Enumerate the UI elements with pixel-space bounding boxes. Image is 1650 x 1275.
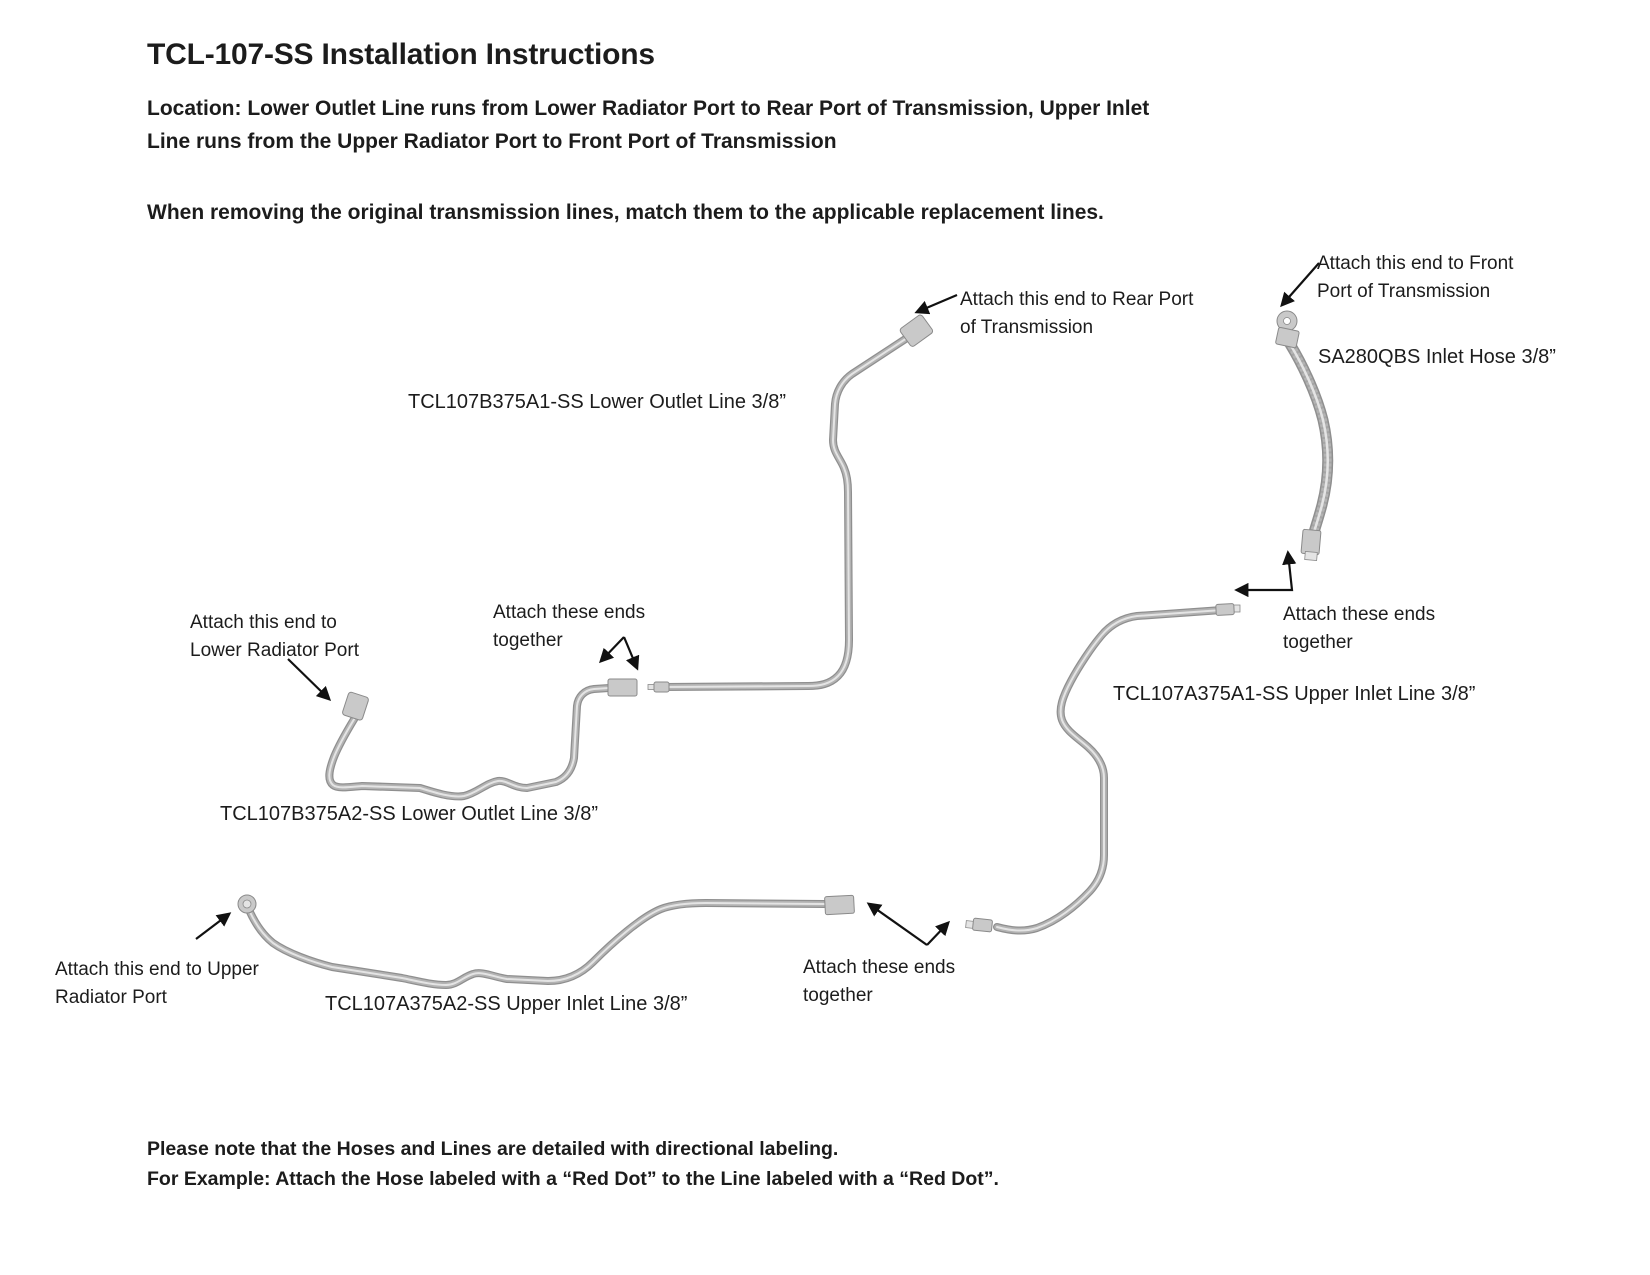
callout-ends-right-line2: together: [1283, 632, 1353, 653]
location-note: Location: Lower Outlet Line runs from Lo…: [147, 92, 1149, 158]
location-line-1: Location: Lower Outlet Line runs from Lo…: [147, 97, 1150, 120]
footer-line-1: Please note that the Hoses and Lines are…: [147, 1138, 839, 1160]
label-lower-outlet-line-a1: TCL107B375A1-SS Lower Outlet Line 3/8”: [408, 391, 786, 413]
label-upper-inlet-line-a2: TCL107A375A2-SS Upper Inlet Line 3/8”: [325, 993, 688, 1015]
callout-front-port-line2: Port of Transmission: [1317, 281, 1491, 302]
hose-top-nut: [1275, 326, 1300, 349]
male-end-a1-lower: [653, 681, 670, 693]
callout-ends-together-middle: Attach these ends together: [493, 599, 645, 655]
location-line-2: Line runs from the Upper Radiator Port t…: [147, 130, 837, 153]
callout-front-port-line1: Attach this end to Front: [1317, 253, 1514, 274]
callout-rear-port-line2: of Transmission: [960, 317, 1094, 338]
rear-port-fitting: [899, 314, 934, 347]
female-end-a2-upper: [824, 894, 855, 916]
removal-warning: When removing the original transmission …: [147, 201, 1104, 224]
arrow-rear-port: [914, 293, 958, 315]
hose-bottom-nut: [1300, 528, 1322, 556]
callout-ends-right-line1: Attach these ends: [1283, 604, 1436, 625]
callout-rear-port: Attach this end to Rear Port of Transmis…: [960, 286, 1193, 342]
arrow-ends-middle-right: [622, 636, 640, 671]
male-end-a1-upper-right: [1215, 603, 1235, 616]
male-end-a1-upper-left: [972, 917, 993, 933]
female-end-a2-lower: [607, 678, 638, 697]
callout-upper-radiator: Attach this end to Upper Radiator Port: [55, 956, 259, 1012]
callout-ends-together-bottom: Attach these ends together: [803, 954, 955, 1010]
lower-radiator-fitting: [342, 691, 369, 721]
callout-upper-radiator-line1: Attach this end to Upper: [55, 959, 259, 980]
callout-rear-port-line1: Attach this end to Rear Port: [960, 289, 1194, 310]
callout-lower-radiator-line2: Lower Radiator Port: [190, 640, 359, 661]
arrow-ends-bottom-left: [866, 902, 928, 946]
callout-lower-radiator-line1: Attach this end to: [190, 612, 337, 633]
callout-lower-radiator: Attach this end to Lower Radiator Port: [190, 609, 359, 665]
inlet-hose: [1275, 310, 1327, 561]
arrow-ends-middle-left: [599, 636, 625, 664]
arrow-front-port: [1280, 262, 1320, 308]
label-lower-outlet-line-a2: TCL107B375A2-SS Lower Outlet Line 3/8”: [220, 803, 598, 825]
arrow-lower-radiator: [287, 658, 332, 701]
callout-ends-bottom-line2: together: [803, 985, 873, 1006]
callout-front-port: Attach this end to Front Port of Transmi…: [1317, 250, 1513, 306]
upper-radiator-flare-center: [242, 899, 252, 909]
callout-ends-bottom-line1: Attach these ends: [803, 957, 956, 978]
directional-labeling-note: Please note that the Hoses and Lines are…: [147, 1134, 999, 1194]
footer-line-2: For Example: Attach the Hose labeled wit…: [147, 1168, 999, 1190]
callout-ends-together-right: Attach these ends together: [1283, 601, 1435, 657]
hose-bottom-collar: [1304, 551, 1318, 561]
arrow-upper-radiator: [195, 912, 232, 940]
lower-outlet-line-a1-tube: [647, 314, 934, 693]
page-title: TCL-107-SS Installation Instructions: [147, 38, 655, 71]
hose-banjo-eye: [1283, 317, 1291, 325]
callout-ends-middle-line2: together: [493, 630, 563, 651]
arrow-ends-bottom-right: [926, 920, 950, 946]
label-inlet-hose: SA280QBS Inlet Hose 3/8”: [1318, 346, 1556, 368]
upper-inlet-line-a2-tube: [237, 894, 855, 985]
lower-outlet-line-a2-tube: [329, 678, 638, 796]
arrow-ends-right-elbow: [1234, 550, 1297, 598]
label-upper-inlet-line-a1: TCL107A375A1-SS Upper Inlet Line 3/8”: [1113, 683, 1476, 705]
callout-upper-radiator-line2: Radiator Port: [55, 987, 167, 1008]
upper-inlet-line-a1-tube: [965, 603, 1241, 933]
callout-ends-middle-line1: Attach these ends: [493, 602, 646, 623]
